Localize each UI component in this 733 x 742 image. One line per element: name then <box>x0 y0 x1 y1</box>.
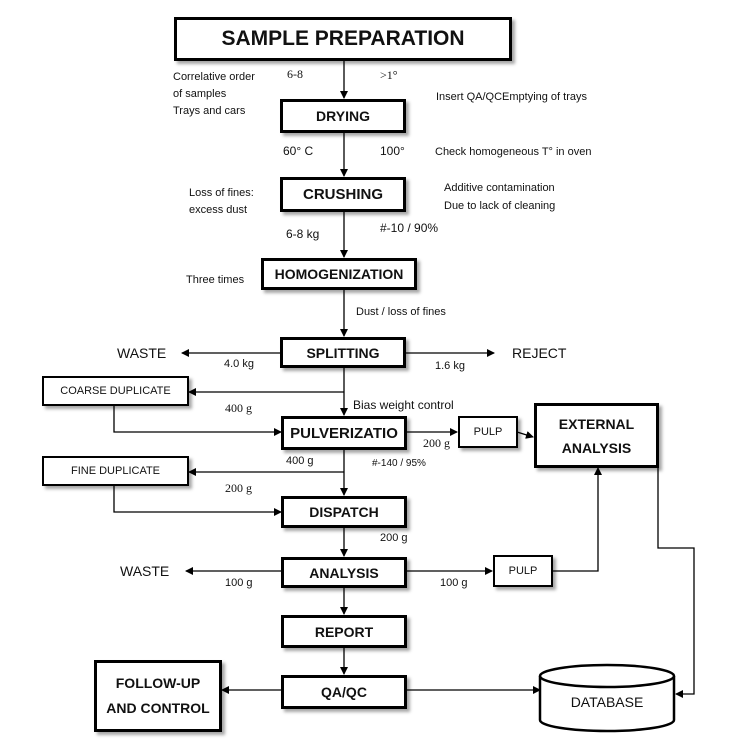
note-loss-fines-2: excess dust <box>189 204 248 216</box>
followup-line1: FOLLOW-UP <box>115 675 201 691</box>
note-mesh-10: #-10 / 90% <box>380 221 439 235</box>
note-6-8: 6-8 <box>287 67 303 81</box>
note-reject-kg: 1.6 kg <box>435 360 465 372</box>
fine-duplicate-box: FINE DUPLICATE <box>42 456 189 486</box>
step-qaqc-label: QA/QC <box>321 684 367 700</box>
followup-line2: AND CONTROL <box>106 700 210 716</box>
note-60c: 60° C <box>283 144 314 158</box>
note-bias-weight: Bias weight control <box>353 398 454 412</box>
title-box: SAMPLE PREPARATION <box>174 17 512 61</box>
waste-bottom-label: WASTE <box>120 563 170 579</box>
waste-top-label: WASTE <box>117 345 167 361</box>
arrow-fine-to-dispatch <box>113 484 282 516</box>
step-report-label: REPORT <box>314 623 374 640</box>
fine-duplicate-label: FINE DUPLICATE <box>70 465 161 477</box>
step-pulverization: PULVERIZATIO <box>281 416 407 450</box>
step-dispatch: DISPATCH <box>281 496 407 528</box>
external-analysis-line2: ANALYSIS <box>561 439 632 456</box>
step-splitting-label: SPLITTING <box>306 344 380 361</box>
note-mesh-140: #-140 / 95% <box>372 458 426 469</box>
arrow-coarse-to-pulv <box>113 405 282 436</box>
note-additive-1: Additive contamination <box>444 182 555 194</box>
step-splitting: SPLITTING <box>280 337 406 368</box>
title-label: SAMPLE PREPARATION <box>221 27 465 50</box>
note-pulv-out-g: 400 g <box>286 455 314 467</box>
external-analysis-line1: EXTERNAL <box>558 415 635 432</box>
step-crushing: CRUSHING <box>280 177 406 212</box>
note-fine-g: 200 g <box>225 481 252 495</box>
note-additive-2: Due to lack of cleaning <box>444 200 556 212</box>
step-qaqc: QA/QC <box>281 675 407 709</box>
note-loss-fines-1: Loss of fines: <box>189 187 254 199</box>
external-analysis-box: EXTERNAL ANALYSIS <box>534 403 659 468</box>
note-gt-1: >1° <box>380 68 398 82</box>
note-waste-kg: 4.0 kg <box>224 358 254 370</box>
note-6-8kg: 6-8 kg <box>286 227 320 241</box>
note-insert-qaqc: Insert QA/QCEmptying of trays <box>436 91 587 103</box>
step-dispatch-label: DISPATCH <box>309 504 379 520</box>
step-report: REPORT <box>281 615 407 648</box>
step-analysis: ANALYSIS <box>281 557 407 588</box>
followup-control-box: FOLLOW-UP AND CONTROL <box>94 660 222 732</box>
note-correlative-1: Correlative order <box>173 71 255 83</box>
step-analysis-label: ANALYSIS <box>309 564 379 581</box>
arrow-external-to-database <box>657 468 695 698</box>
reject-label: REJECT <box>512 345 567 361</box>
arrow-pulp-to-external <box>516 431 534 439</box>
coarse-duplicate-box: COARSE DUPLICATE <box>42 376 189 406</box>
database-cylinder: DATABASE <box>537 662 677 734</box>
note-three-times: Three times <box>186 274 245 286</box>
step-homogenization-label: HOMOGENIZATION <box>274 266 404 282</box>
step-drying-label: DRYING <box>316 108 370 124</box>
coarse-duplicate-label: COARSE DUPLICATE <box>60 385 171 397</box>
note-pulp-g: 200 g <box>423 436 450 450</box>
pulp-box-bottom: PULP <box>493 555 553 587</box>
note-waste-g: 100 g <box>225 577 253 589</box>
pulp-bottom-label: PULP <box>508 565 538 577</box>
note-100deg: 100° <box>380 144 405 158</box>
note-dust-loss: Dust / loss of fines <box>356 306 446 318</box>
note-coarse-g: 400 g <box>225 401 252 415</box>
pulp-box-top: PULP <box>458 416 518 448</box>
step-drying: DRYING <box>280 99 406 133</box>
step-pulverization-label: PULVERIZATIO <box>290 424 398 442</box>
note-correlative-2: of samples <box>173 88 227 100</box>
pulp-top-label: PULP <box>473 426 503 438</box>
database-label: DATABASE <box>570 694 644 710</box>
step-crushing-label: CRUSHING <box>302 186 383 203</box>
note-dispatch-g: 200 g <box>380 532 408 544</box>
note-check-temp: Check homogeneous T° in oven <box>435 146 592 158</box>
note-pulp2-g: 100 g <box>440 577 468 589</box>
arrow-pulp2-to-external <box>552 467 602 572</box>
note-trays-cars: Trays and cars <box>173 105 246 117</box>
database-icon <box>538 663 676 733</box>
step-homogenization: HOMOGENIZATION <box>261 258 417 290</box>
